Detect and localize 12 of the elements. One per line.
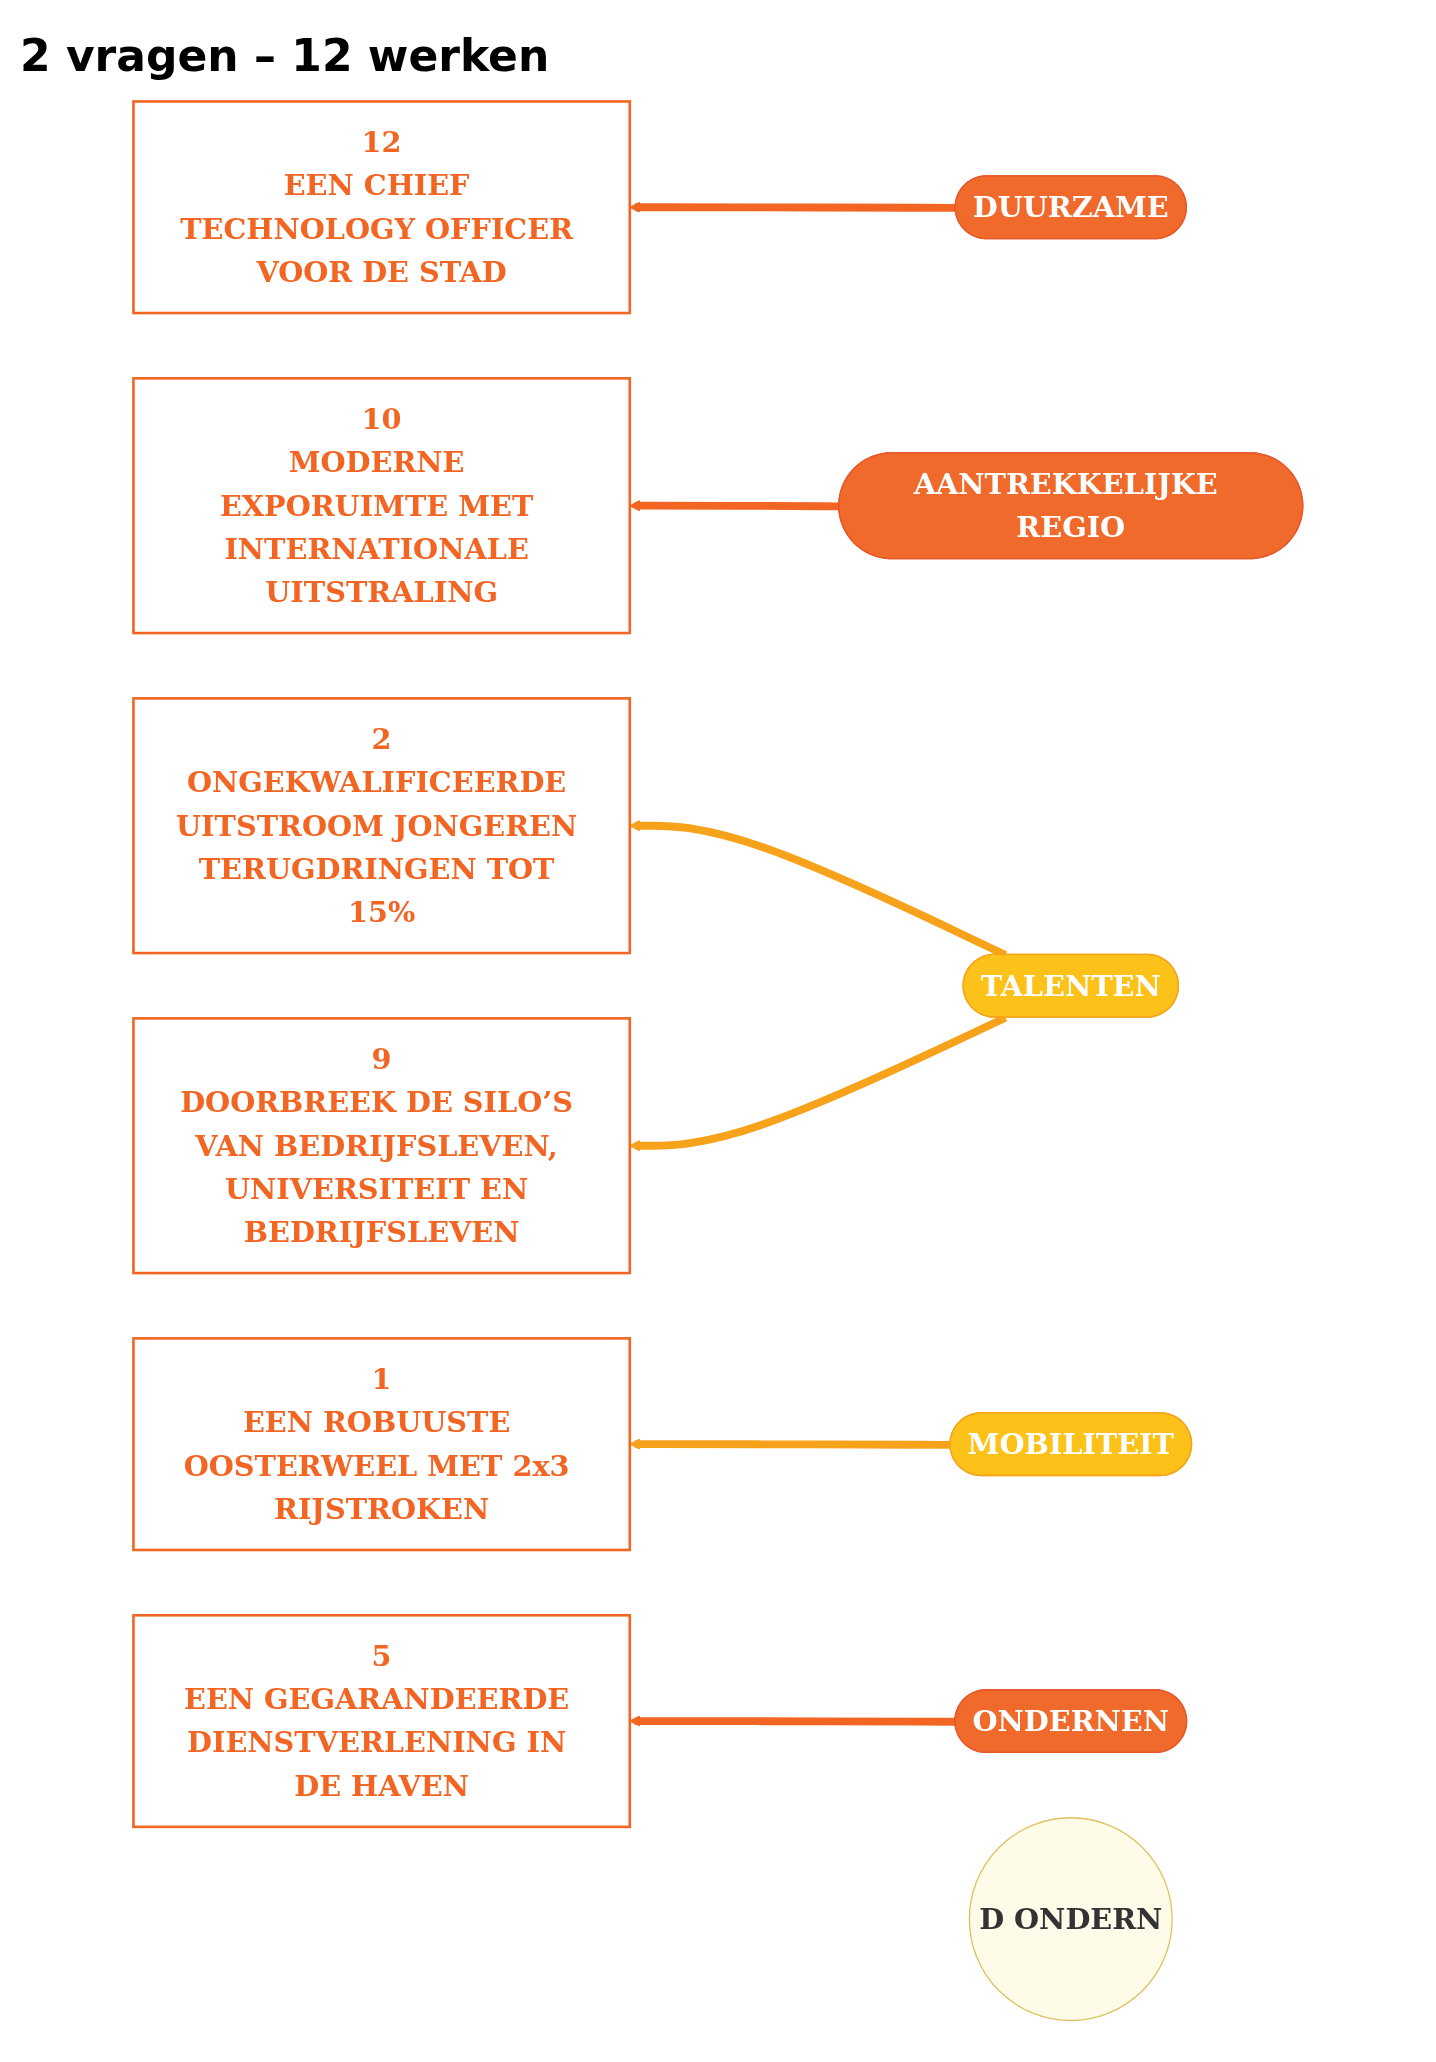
node-box: 2 ONGEKWALIFICEERDE UITSTROOM JONGEREN TERUGDRINGEN TOT 15%	[132, 697, 631, 955]
node-box: 5 EEN GEGARANDEERDE DIENSTVERLENING IN DE HAVEN	[132, 1613, 631, 1829]
arrow	[629, 1438, 951, 1450]
arrow	[629, 499, 840, 512]
arrow	[629, 201, 956, 213]
title: 2 vragen – 12 werken	[20, 30, 550, 81]
node-box: 9 DOORBREEK DE SILO’S VAN BEDRIJFSLEVEN, UNIVERSITEIT EN BEDRIJFSLEVEN	[132, 1017, 631, 1275]
node-circle: D ONDERN	[968, 1817, 1173, 2022]
node-box: 10 MODERNE EXPORUIMTE MET INTERNATIONALE UITSTRALING	[132, 377, 631, 635]
arrow	[629, 1715, 956, 1727]
node-box: 1 EEN ROBUUSTE OOSTERWEEL MET 2x3 RIJSTROKEN	[132, 1337, 631, 1552]
node-box: 12 EEN CHIEF TECHNOLOGY OFFICER VOOR DE STAD	[132, 100, 631, 315]
